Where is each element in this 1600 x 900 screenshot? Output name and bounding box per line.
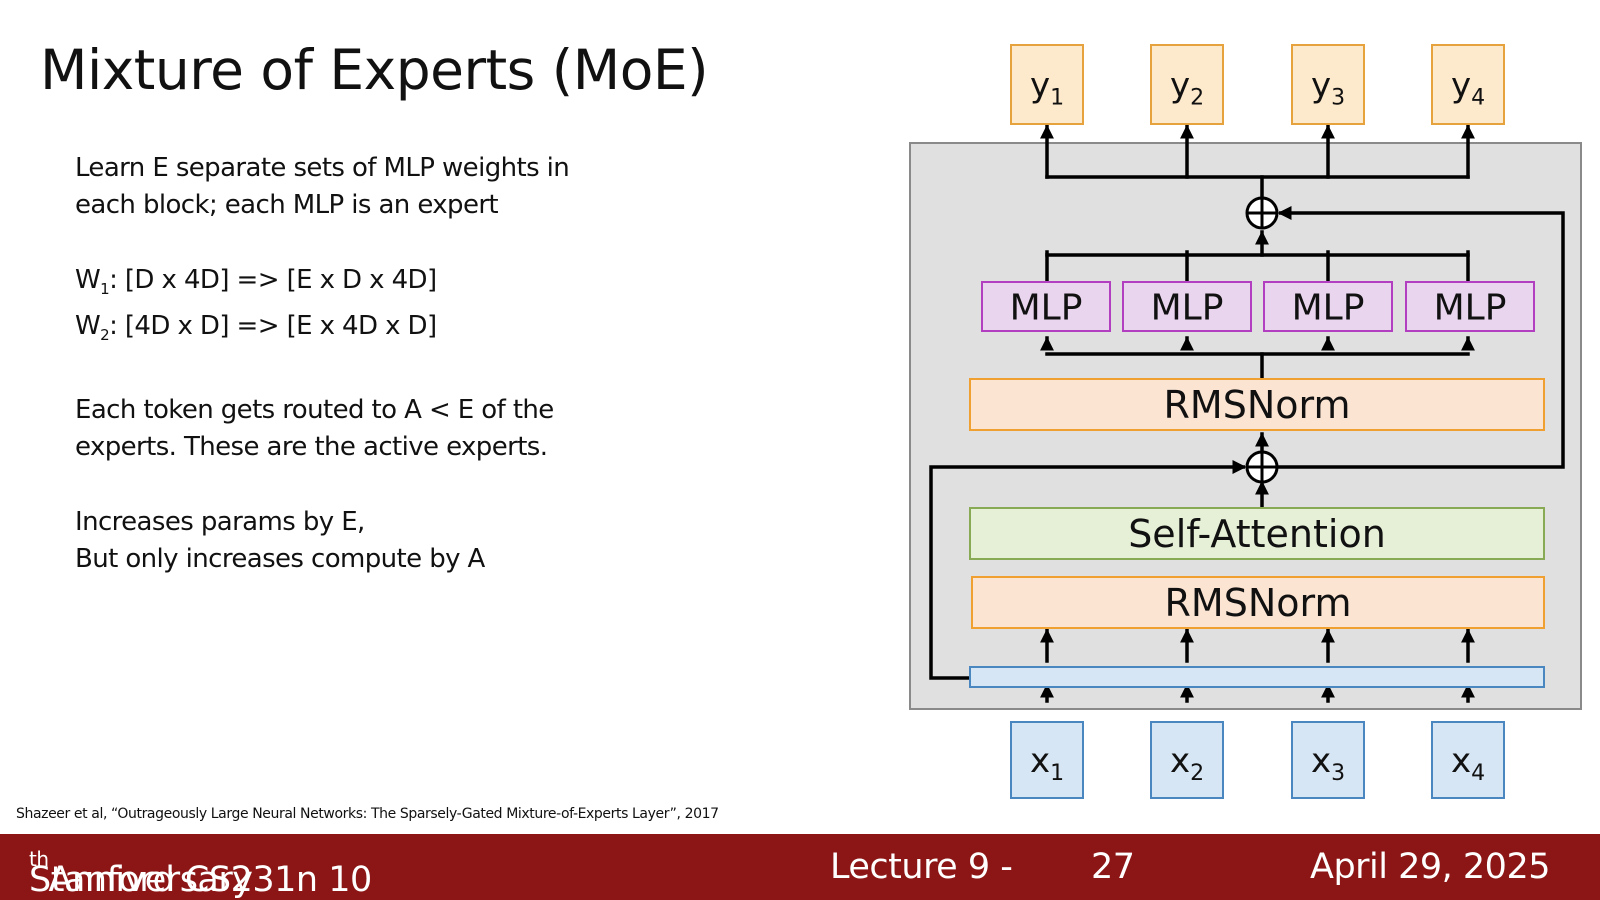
citation: Shazeer et al, “Outrageously Large Neura…: [16, 806, 719, 822]
footer-date: April 29, 2025: [1310, 847, 1550, 887]
mlp-expert-2-label: MLP: [1151, 287, 1224, 328]
input-x2: [1150, 721, 1224, 799]
output-y1: [1010, 44, 1084, 125]
input-x3-label: x3: [1311, 741, 1345, 786]
output-y2-label: y2: [1170, 66, 1204, 111]
output-y4-label: y4: [1451, 66, 1485, 111]
output-y3: [1291, 44, 1365, 125]
mlp-expert-4-label: MLP: [1434, 287, 1507, 328]
mlp-expert-2: [1122, 281, 1252, 332]
self-attention-box-label: Self-Attention: [1128, 512, 1386, 556]
mlp-expert-3-label: MLP: [1292, 287, 1365, 328]
footer-page-number: 27: [1091, 847, 1135, 887]
bullet-params: Increases params by E, But only increase…: [75, 504, 775, 578]
bullet-weights: W1: [D x 4D] => [E x D x 4D] W2: [4D x D…: [75, 262, 775, 354]
rmsnorm-bottom: [971, 576, 1545, 629]
weight-w1: W1: [D x 4D] => [E x D x 4D]: [75, 265, 437, 299]
input-x2-label: x2: [1170, 741, 1204, 786]
footer-lecture: Lecture 9 -: [830, 847, 1013, 887]
output-y4: [1431, 44, 1505, 125]
rmsnorm-top-label: RMSNorm: [1164, 383, 1351, 427]
rmsnorm-top: [969, 378, 1545, 431]
mlp-expert-3: [1263, 281, 1393, 332]
slide-title: Mixture of Experts (MoE): [40, 38, 709, 102]
input-x4-label: x4: [1451, 741, 1485, 786]
bullet-list: Learn E separate sets of MLP weights in …: [75, 150, 775, 616]
residual-connection: [1262, 206, 1565, 469]
bullet-line: Each token gets routed to A < E of the: [75, 395, 554, 426]
residual-connection: [929, 460, 1247, 680]
bullet-line: experts. These are the active experts.: [75, 432, 548, 463]
bullet-line: Learn E separate sets of MLP weights in: [75, 153, 570, 183]
mlp-expert-1-label: MLP: [1010, 287, 1083, 328]
mlp-expert-1: [981, 281, 1111, 332]
bullet-experts: Learn E separate sets of MLP weights in …: [75, 150, 775, 224]
bullet-line: each block; each MLP is an expert: [75, 190, 499, 220]
weight-w2: W2: [4D x D] => [E x 4D x D]: [75, 311, 437, 345]
input-x1: [1010, 721, 1084, 799]
bullet-line: Increases params by E,: [75, 507, 365, 538]
input-x3: [1291, 721, 1365, 799]
rmsnorm-bottom-label: RMSNorm: [1165, 581, 1352, 625]
input-x4: [1431, 721, 1505, 799]
embedding-bar: [969, 666, 1545, 688]
bullet-routing: Each token gets routed to A < E of the e…: [75, 392, 775, 466]
output-y1-label: y1: [1030, 66, 1064, 111]
mlp-expert-4: [1405, 281, 1535, 332]
output-y2: [1150, 44, 1224, 125]
bullet-line: But only increases compute by A: [75, 544, 485, 575]
self-attention-box: [969, 507, 1545, 560]
input-x1-label: x1: [1030, 741, 1064, 786]
output-y3-label: y3: [1311, 66, 1345, 111]
